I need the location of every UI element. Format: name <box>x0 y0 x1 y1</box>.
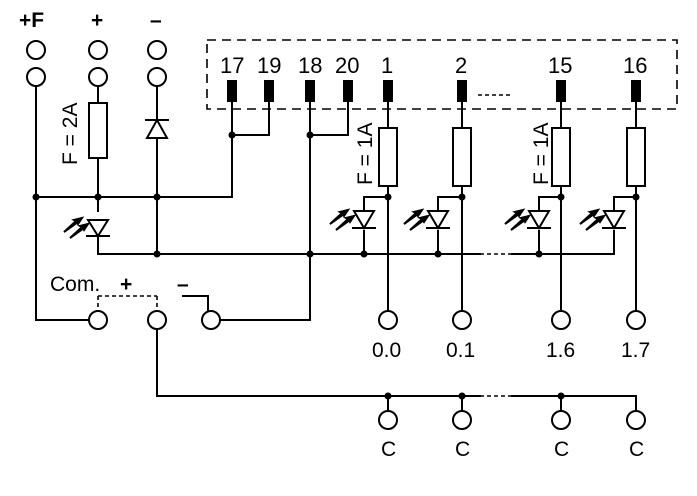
led-out-15-icon <box>504 208 551 231</box>
wires <box>35 85 637 412</box>
pin-label-19: 19 <box>257 53 281 78</box>
label-c-3: C <box>554 438 569 461</box>
label-out-1-7: 1.7 <box>621 339 650 362</box>
terminal-com-2 <box>147 310 167 330</box>
label-c-4: C <box>629 438 644 461</box>
terminal-plus-f <box>26 40 46 87</box>
label-plus-f: +F <box>19 9 44 32</box>
label-c-1: C <box>381 438 396 461</box>
pin-15 <box>556 80 566 102</box>
label-fuse-supply: F = 2A <box>59 103 82 165</box>
terminal-minus <box>147 40 167 87</box>
pin-label-16: 16 <box>623 53 647 78</box>
fuse-out-1 <box>378 127 398 187</box>
fuse-out-2 <box>452 127 472 187</box>
terminal-com-3 <box>201 310 221 330</box>
pin-label-20: 20 <box>335 53 359 78</box>
led-out-1-icon <box>329 208 376 231</box>
fuse-supply <box>88 102 108 159</box>
label-out-1-6: 1.6 <box>546 339 575 362</box>
fuse-out-16 <box>626 127 646 187</box>
terminal-c-3 <box>551 410 571 430</box>
label-out-0-1: 0.1 <box>446 339 475 362</box>
terminal-c-1 <box>378 410 398 430</box>
led-out-16-icon <box>579 208 626 231</box>
terminal-plus <box>88 40 108 87</box>
pin-20 <box>343 80 353 102</box>
pin-label-2: 2 <box>455 53 467 78</box>
label-com-plus: + <box>120 273 132 296</box>
connector-box <box>206 39 678 110</box>
terminal-c-2 <box>452 410 472 430</box>
pin-17 <box>227 80 237 102</box>
pin-2 <box>457 80 467 102</box>
pin-18 <box>305 80 315 102</box>
terminal-out-1-7 <box>626 310 646 330</box>
label-minus: – <box>150 9 162 32</box>
label-c-2: C <box>455 438 470 461</box>
fuse-out-15 <box>551 127 571 187</box>
pin-16 <box>631 80 641 102</box>
terminal-com-1 <box>88 310 108 330</box>
diode-minus <box>145 117 169 139</box>
led-out-2-icon <box>403 208 450 231</box>
led-supply-icon <box>63 216 110 239</box>
label-com-minus: – <box>177 273 189 296</box>
pin-label-15: 15 <box>548 53 572 78</box>
pin-label-1: 1 <box>381 53 393 78</box>
label-plus: + <box>91 9 103 32</box>
pin-label-17: 17 <box>220 53 244 78</box>
pin-1 <box>383 80 393 102</box>
junctions <box>32 131 640 400</box>
terminal-c-4 <box>626 410 646 430</box>
label-out-0-0: 0.0 <box>372 339 401 362</box>
pin-label-18: 18 <box>298 53 322 78</box>
terminal-out-0-0 <box>378 310 398 330</box>
terminal-out-1-6 <box>551 310 571 330</box>
label-fuse-out-15: F = 1A <box>530 123 553 185</box>
terminal-out-0-1 <box>452 310 472 330</box>
pin-19 <box>264 80 274 102</box>
label-fuse-out-1: F = 1A <box>354 123 377 185</box>
label-com: Com. <box>50 273 100 296</box>
